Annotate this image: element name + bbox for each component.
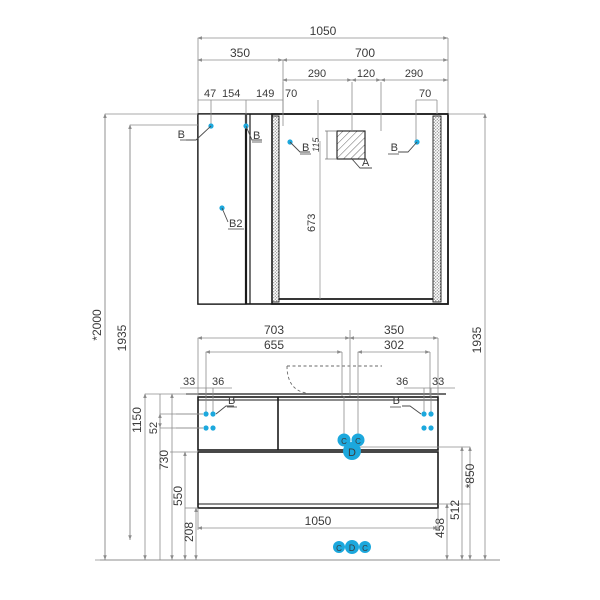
marker-c-left[interactable]	[337, 433, 351, 447]
marker-c-right-label: C	[355, 437, 361, 446]
dim-703: 703	[264, 323, 284, 337]
dim-302: 302	[384, 338, 404, 352]
dim-512: 512	[448, 500, 462, 520]
mirror-top-dimensions	[197, 36, 449, 142]
dim-70-left: 70	[285, 88, 297, 100]
mirror-left-vertical-dims	[95, 113, 198, 561]
dim-right-section: 700	[355, 46, 375, 60]
dim-52: 52	[148, 422, 160, 434]
dim-550: 550	[171, 486, 185, 506]
dim-sub-120: 120	[357, 68, 375, 80]
dim-detail-a-height: 115	[311, 137, 321, 152]
vanity-left-dim-labels: 1150 52 730 550 208	[130, 407, 196, 542]
dim-36-right: 36	[396, 376, 408, 388]
label-b-vanity-left: B	[228, 395, 235, 407]
vanity-bottom-markers: C D C	[333, 540, 371, 554]
dim-458: 458	[433, 518, 447, 538]
vanity-right-dim-labels: 458 512 *850	[433, 463, 477, 538]
mirror-cabinet-body	[197, 113, 449, 305]
marker-d[interactable]	[343, 442, 361, 460]
marker-c-bottom-left-label: C	[336, 544, 342, 553]
dim-sub-290-left: 290	[308, 68, 326, 80]
dim-208: 208	[182, 522, 196, 542]
dim-33-left: 33	[183, 376, 195, 388]
label-detail-a: A	[362, 157, 370, 169]
marker-d-bottom[interactable]	[345, 540, 359, 554]
label-b2-panel: B2	[229, 218, 242, 230]
anchor-dot	[428, 425, 434, 431]
dim-33-right: 33	[432, 376, 444, 388]
vanity-left-vertical-dims	[100, 393, 500, 561]
dim-47: 47	[204, 88, 216, 100]
marker-d-label: D	[348, 447, 356, 459]
dim-730: 730	[157, 450, 171, 470]
label-b-4: B	[391, 142, 398, 154]
anchor-dot	[203, 425, 209, 431]
dim-70-right: 70	[419, 88, 431, 100]
vanity-top-dimensions	[180, 330, 455, 412]
label-b-3: B	[302, 142, 309, 154]
mirror-right-vertical-dims	[448, 113, 487, 560]
dim-655: 655	[264, 338, 284, 352]
label-b-1: B	[178, 129, 185, 141]
marker-c-bottom-left[interactable]	[333, 541, 345, 553]
dim-total-width: 1050	[310, 24, 337, 38]
anchor-dot	[210, 425, 216, 431]
vanity-unit-body	[186, 393, 446, 509]
detail-a-block: A 115	[311, 130, 372, 169]
label-b-2: B	[253, 130, 260, 142]
mirror-top-dimension-labels: 1050 350 700 290 120 290 47 154 149 70 7…	[204, 24, 431, 100]
dim-36-left: 36	[212, 376, 224, 388]
dim-149: 149	[256, 88, 274, 100]
anchor-dot	[210, 411, 216, 417]
marker-d-bottom-label: D	[349, 543, 356, 553]
label-b-vanity-right: B	[393, 395, 400, 407]
dim-vanity-bottom-width: 1050	[305, 514, 332, 528]
anchor-dot	[203, 411, 209, 417]
dim-850: *850	[463, 463, 477, 488]
dim-overall-2000: *2000	[90, 309, 104, 341]
mirror-b-leaders: B B B B B2	[178, 123, 420, 230]
vanity-bottom-width-dim	[197, 508, 439, 530]
dim-1935-left: 1935	[115, 324, 129, 351]
dim-1935-right: 1935	[470, 326, 484, 353]
marker-c-bottom-right-label: C	[362, 544, 368, 553]
vanity-right-vertical-dims	[438, 446, 472, 560]
dim-1150: 1150	[130, 407, 144, 433]
dim-sub-290-right: 290	[405, 68, 423, 80]
dim-inner-panel-height: 673	[306, 214, 318, 232]
marker-c-bottom-right[interactable]	[359, 541, 371, 553]
dim-350-vanity: 350	[384, 323, 404, 337]
sink-basin-outline	[286, 365, 382, 394]
anchor-dot	[428, 411, 434, 417]
anchor-dot	[421, 425, 427, 431]
vanity-top-dimension-labels: 703 350 655 302 33 36 36 33	[183, 323, 444, 388]
vanity-cd-markers: C C D	[337, 396, 446, 460]
anchor-dot	[421, 411, 427, 417]
marker-c-left-label: C	[341, 437, 347, 446]
dim-154: 154	[222, 88, 240, 100]
dim-left-section: 350	[230, 46, 250, 60]
